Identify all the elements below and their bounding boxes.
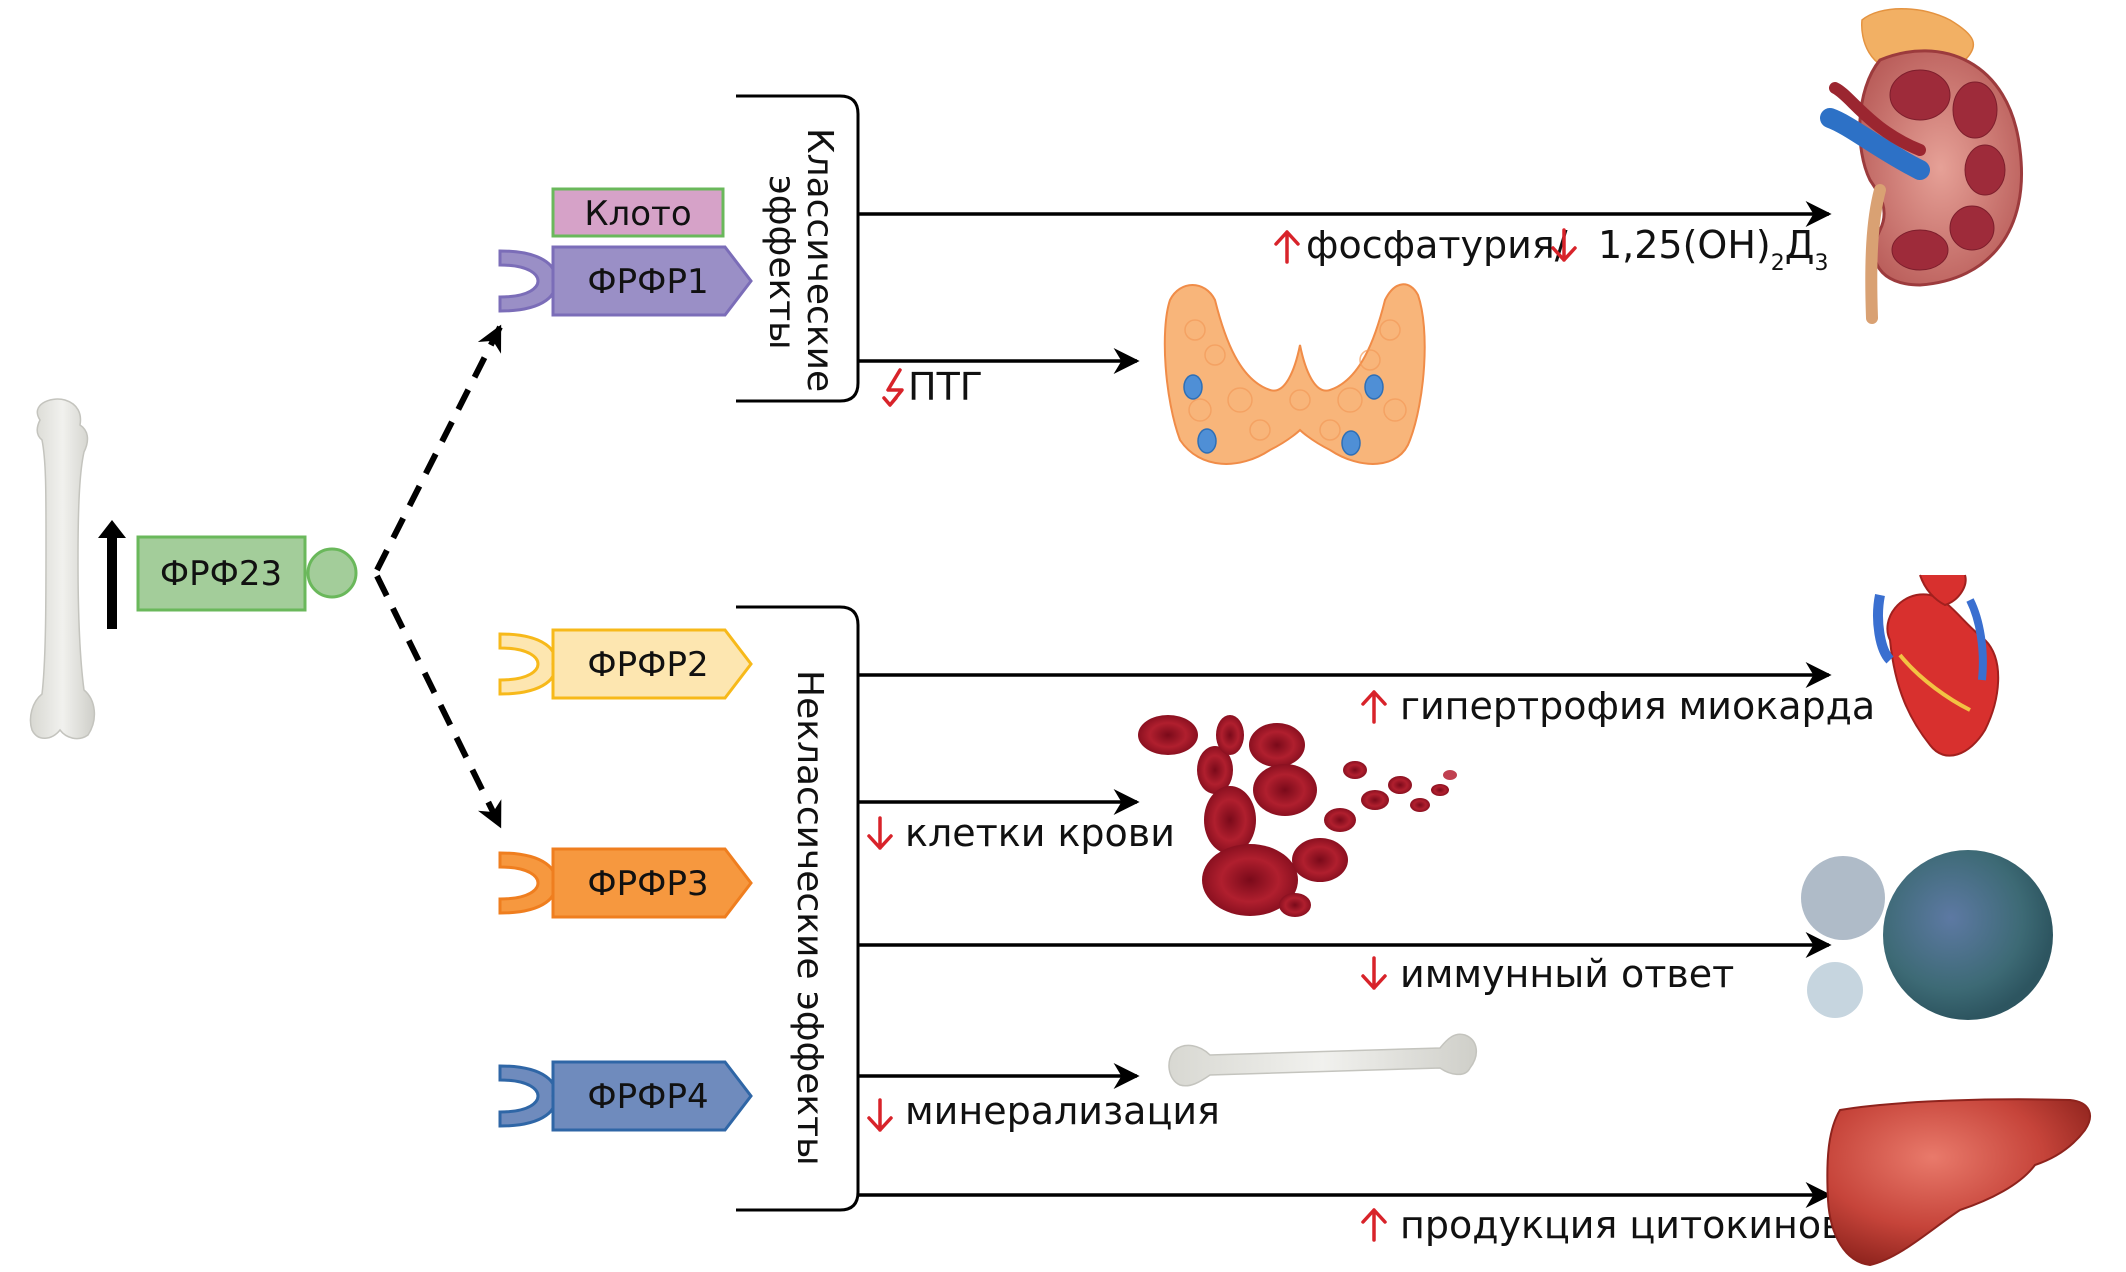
down-arrow-icon — [867, 1098, 893, 1132]
up-arrow-icon — [1361, 690, 1387, 724]
pth-text: ПТГ — [908, 365, 983, 409]
lightning-down-arrow-icon — [882, 368, 904, 407]
receptor-fgfr1: ФРФР1 — [498, 245, 753, 317]
mineralization-effect: минерализация — [867, 1089, 1220, 1133]
cytokines-text: продукция цитокинов — [1400, 1203, 1844, 1247]
classic-effects-bracket: Классические эффекты — [736, 94, 860, 403]
dashed-arrow-to-fgfr3 — [374, 574, 503, 829]
receptor-body — [551, 1060, 753, 1132]
calcitriol-formula: 1,25(OH)2Д3 — [1598, 223, 1828, 276]
fgf23-label: ФРФ23 — [160, 554, 282, 594]
increase-arrow-icon — [98, 520, 126, 629]
cytokines-effect: продукция цитокинов — [1361, 1203, 1844, 1247]
pth-effect: ПТГ — [882, 365, 983, 409]
receptor-label: ФРФР2 — [587, 645, 708, 685]
receptor-fgfr4: ФРФР4 — [498, 1060, 753, 1132]
blood-cells-text: клетки крови — [905, 811, 1175, 855]
receptor-label: ФРФР1 — [587, 262, 708, 302]
receptor-fgfr2: ФРФР2 — [498, 628, 753, 700]
immune-text: иммунный ответ — [1400, 952, 1734, 996]
receptor-binding-cup-icon — [498, 851, 556, 915]
receptor-body — [551, 847, 753, 919]
blood-cells-effect: клетки крови — [867, 811, 1175, 855]
receptor-binding-cup-icon — [498, 632, 556, 696]
immune-cells-icon — [1801, 850, 2053, 1020]
receptor-binding-cup-icon — [498, 1064, 556, 1128]
nonclassic-effects-bracket: Неклассические эффекты — [736, 605, 860, 1212]
femur-bone-icon — [29, 398, 96, 740]
fgf23-hormone: ФРФ23 — [136, 535, 358, 612]
receptor-fgfr3: ФРФР3 — [498, 847, 753, 919]
phosphaturia-effect: фосфатурия/ 1,25(OH)2Д3 — [1274, 223, 1828, 276]
liver-icon — [1826, 1098, 2091, 1267]
down-arrow-icon — [867, 816, 893, 850]
receptor-body — [551, 245, 753, 317]
down-arrow-icon — [1361, 956, 1387, 990]
classic-effects-label-line1: Классические — [799, 128, 840, 392]
mineralization-text: минерализация — [905, 1089, 1220, 1133]
red-blood-cells-icon — [1138, 715, 1457, 917]
receptor-label: ФРФР4 — [587, 1077, 708, 1117]
dashed-arrow-to-fgfr1 — [374, 324, 503, 572]
parathyroid-gland-icon — [1163, 283, 1426, 465]
down-arrow-icon — [1551, 228, 1577, 262]
immune-effect: иммунный ответ — [1361, 952, 1734, 996]
klotho-cofactor: Клото — [551, 187, 725, 238]
heart-icon — [1873, 574, 2000, 757]
nonclassic-effects-label: Неклассические эффекты — [789, 670, 830, 1166]
kidney-icon — [1820, 8, 2023, 324]
myocardium-effect: гипертрофия миокарда — [1361, 684, 1875, 728]
receptor-body — [551, 628, 753, 700]
bone-icon — [1168, 1033, 1477, 1087]
classic-effects-label-line2: эффекты — [761, 175, 802, 350]
receptor-label: ФРФР3 — [587, 864, 708, 904]
up-arrow-icon — [1361, 1208, 1387, 1242]
up-arrow-icon — [1274, 230, 1300, 264]
phosphaturia-text: фосфатурия/ — [1306, 223, 1568, 267]
myocardium-text: гипертрофия миокарда — [1400, 684, 1875, 728]
klotho-label: Клото — [584, 194, 691, 234]
receptor-binding-cup-icon — [498, 249, 556, 313]
